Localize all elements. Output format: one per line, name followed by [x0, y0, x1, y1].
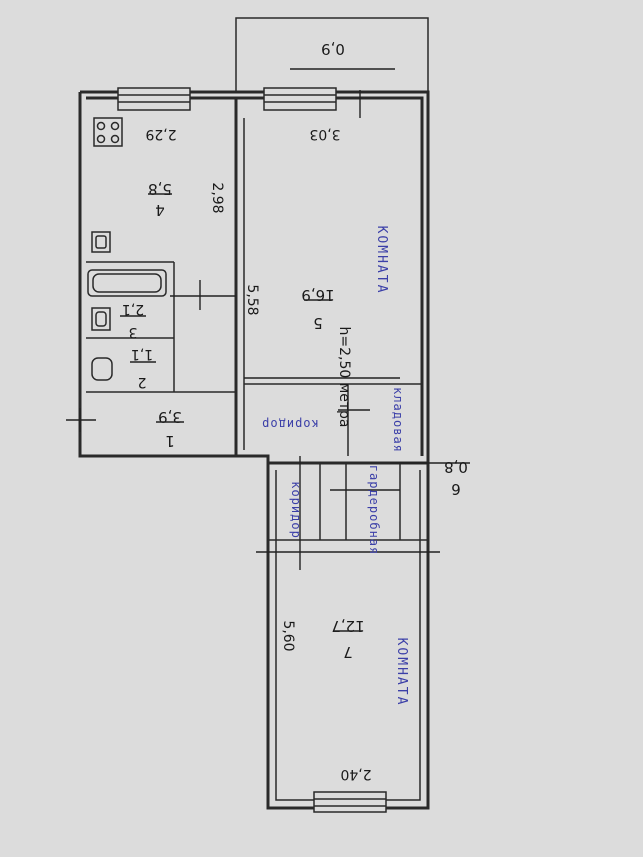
kitchen-area: 5,8	[148, 180, 172, 198]
bathroom-number: 3	[129, 324, 138, 340]
room7-width: 2,40	[340, 766, 371, 782]
apartment-walls	[78, 90, 430, 810]
toilet-number: 2	[138, 374, 147, 390]
hall-label: коридор	[261, 417, 319, 431]
kitchen-width: 2,29	[145, 126, 176, 142]
kitchen-number: 4	[155, 201, 165, 219]
room7-label: КОМНАТА	[394, 638, 409, 707]
hall-number: 1	[165, 432, 175, 450]
window-room7	[313, 791, 387, 813]
room7-length: 5,60	[280, 620, 296, 651]
wardrobe-label: гардеробная	[367, 465, 381, 555]
washbasin-icon	[91, 307, 111, 331]
ceiling-height: h=2,50 метра	[336, 326, 352, 427]
closet-number: 6	[451, 480, 461, 498]
stove-icon	[93, 117, 123, 147]
balcony-area: 0,9	[321, 40, 345, 58]
room5-area: 16,9	[301, 286, 334, 304]
bathtub-icon	[87, 269, 167, 297]
sink-icon	[91, 231, 111, 253]
toilet-area: 1,1	[131, 346, 153, 362]
room5-label: КОМНАТА	[374, 226, 389, 295]
window-kitchen	[117, 87, 191, 111]
window-room5	[263, 87, 337, 111]
room7-area: 12,7	[331, 617, 364, 635]
corridor2-label: коридор	[289, 481, 303, 539]
toilet-icon	[91, 357, 113, 381]
bathroom-area: 2,1	[122, 301, 144, 317]
pantry-label: кладовая	[391, 387, 405, 453]
kitchen-length: 2,98	[209, 182, 225, 213]
balcony: 0,9	[235, 17, 429, 92]
room5-width: 3,03	[309, 126, 340, 142]
room5-length: 5,58	[244, 284, 260, 315]
closet-area: 0,8	[444, 458, 468, 476]
room5-number: 5	[313, 314, 323, 332]
hall-area: 3,9	[158, 408, 182, 426]
room7-number: 7	[343, 643, 353, 661]
